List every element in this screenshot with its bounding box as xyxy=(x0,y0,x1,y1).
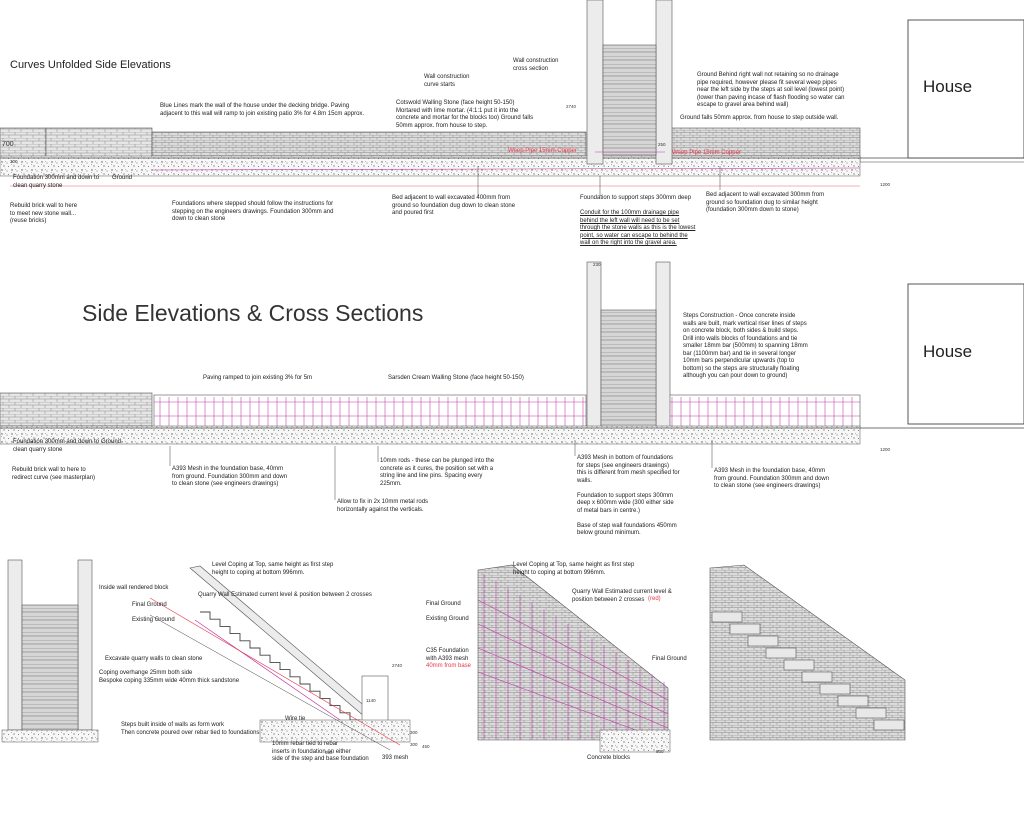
note-weep-2: Weep Pipe 15mm Copper xyxy=(672,150,741,156)
note-ground-behind: Ground Behind right wall not retaining s… xyxy=(697,72,845,108)
label-393-mesh: 393 mesh xyxy=(382,755,409,761)
house-label-mid: House xyxy=(923,342,973,361)
label-ground-top: Ground xyxy=(112,175,133,181)
note-rebuild-mid: Rebuild brick wall to here to redirect c… xyxy=(12,467,96,481)
note-stepped: Foundations where stepped should follow … xyxy=(172,201,334,222)
heading-side-elevations: Side Elevations & Cross Sections xyxy=(82,300,424,326)
label-final-ground-1: Final Ground xyxy=(132,602,167,608)
stair-outline xyxy=(200,611,371,735)
section-curves-unfolded xyxy=(0,0,1024,196)
dim-300a: 300 xyxy=(410,730,418,735)
note-wall-cross: Wall construction cross section xyxy=(513,58,559,72)
final-step-block xyxy=(729,623,761,635)
note-quarry-wall-1: Quarry Wall Estimated current level & po… xyxy=(198,592,372,598)
final-steps xyxy=(711,611,905,731)
label-ground-mid: Ground xyxy=(101,439,122,445)
dim-600: 600 xyxy=(325,750,333,755)
note-c35: C35 Foundation with A393 mesh xyxy=(426,648,469,662)
cross-section-steps xyxy=(149,565,411,751)
note-bed-adjacent: Bed adjacent to wall excavated 400mm fro… xyxy=(392,195,516,216)
note-sarsden: Sarsden Cream Walling Stone (face height… xyxy=(388,375,524,381)
dim-right-1: 1200 xyxy=(880,182,891,187)
final-step-block xyxy=(801,671,833,683)
note-ground-falls: Ground falls 50mm approx. from house to … xyxy=(680,115,839,121)
label-existing-ground-1: Existing Ground xyxy=(132,617,175,623)
note-excavate: Excavate quarry walls to clean stone xyxy=(105,656,203,662)
note-allow: Allow to fix in 2x 10mm metal rods horiz… xyxy=(337,499,429,513)
note-c35-red: 40mm from base xyxy=(426,663,472,669)
dim-700: 700 xyxy=(2,141,14,148)
note-level-coping-1: Level Coping at Top, same height as firs… xyxy=(212,562,334,576)
note-foundation-left-mid: Foundation 300mm and down to clean quarr… xyxy=(13,439,100,453)
note-inside-wall: Inside wall rendered block xyxy=(99,585,169,591)
final-step-block xyxy=(837,695,869,707)
dim-left-1: 300 xyxy=(10,159,18,164)
rebar-verticals-left xyxy=(159,397,584,430)
note-a393-left: A393 Mesh in the foundation base, 40mm f… xyxy=(172,466,288,487)
note-cotswold: Cotswold Walling Stone (face height 50-1… xyxy=(396,100,534,129)
final-step-block xyxy=(819,683,851,695)
note-rebuild-top: Rebuild brick wall to here to meet new s… xyxy=(10,203,78,224)
label-final-ground-3: Final Ground xyxy=(652,656,687,662)
dim-250: 250 xyxy=(658,142,666,147)
perspective-rail xyxy=(477,599,669,701)
note-weep-1: Weep Pipe 15mm Copper xyxy=(508,148,577,154)
perspective-rail xyxy=(477,647,669,729)
dim-800: 800 xyxy=(656,749,664,754)
note-blue-lines: Blue Lines mark the wall of the house un… xyxy=(160,103,365,117)
cross-section-elevation xyxy=(1,559,99,743)
house-label-top: House xyxy=(923,77,973,96)
rebar-verticals-right xyxy=(671,397,853,430)
perspective-final xyxy=(709,564,906,741)
label-concrete-blocks: Concrete blocks xyxy=(587,755,631,761)
note-a393-steps: A393 Mesh in bottom of foundations for s… xyxy=(577,455,680,536)
label-wire-tie: Wire tie xyxy=(285,716,306,722)
note-coping: Coping overhange 25mm both side Bespoke … xyxy=(99,670,240,684)
note-rods: 10mm rods - these can be plunged into th… xyxy=(380,458,495,487)
note-paving: Paving ramped to join existing 3% for 5m xyxy=(203,375,313,381)
note-bed-right: Bed adjacent to wall excavated 300mm fro… xyxy=(706,192,825,213)
dim-right-2: 1200 xyxy=(880,447,891,452)
dim-450: 450 xyxy=(422,744,430,749)
dim-2740: 2740 xyxy=(566,104,577,109)
note-steps-built: Steps built inside of walls as form work… xyxy=(121,722,260,736)
note-a393-right: A393 Mesh in the foundation base, 40mm f… xyxy=(714,468,830,489)
final-step-block xyxy=(873,719,905,731)
label-final-ground-2: Final Ground xyxy=(426,601,461,607)
perspective-rebar xyxy=(477,564,671,753)
final-step-block xyxy=(783,659,815,671)
dim-top: 230 xyxy=(593,262,601,267)
note-rebar: 10mm rebar tied to rebar inserts in foun… xyxy=(272,741,369,762)
final-step-block xyxy=(711,611,743,623)
note-conduit: Conduit for the 100mm drainage pipe behi… xyxy=(580,210,696,246)
note-wall-curve: Wall construction curve starts xyxy=(424,74,470,88)
dim-2740b: 2740 xyxy=(392,663,403,668)
note-steps-construction: Steps Construction - Once concrete insid… xyxy=(683,313,808,379)
note-quarry-wall-2: Quarry Wall Estimated current level & po… xyxy=(572,589,672,603)
dim-300b: 300 xyxy=(410,742,418,747)
label-existing-ground-2: Existing Ground xyxy=(426,616,469,622)
dim-1140: 1140 xyxy=(366,698,376,703)
perspective-rail xyxy=(477,623,669,715)
note-level-coping-2: Level Coping at Top, same height as firs… xyxy=(513,562,635,576)
final-step-block xyxy=(855,707,887,719)
note-foundation-steps: Foundation to support steps 300mm deep xyxy=(580,195,692,201)
final-step-block xyxy=(765,647,797,659)
note-quarry-red: (red) xyxy=(648,596,661,602)
note-foundation-left-top: Foundation 300mm and down to clean quarr… xyxy=(13,175,100,189)
section-side-elevations xyxy=(0,261,1024,500)
final-step-block xyxy=(747,635,779,647)
heading-curves: Curves Unfolded Side Elevations xyxy=(10,59,171,71)
